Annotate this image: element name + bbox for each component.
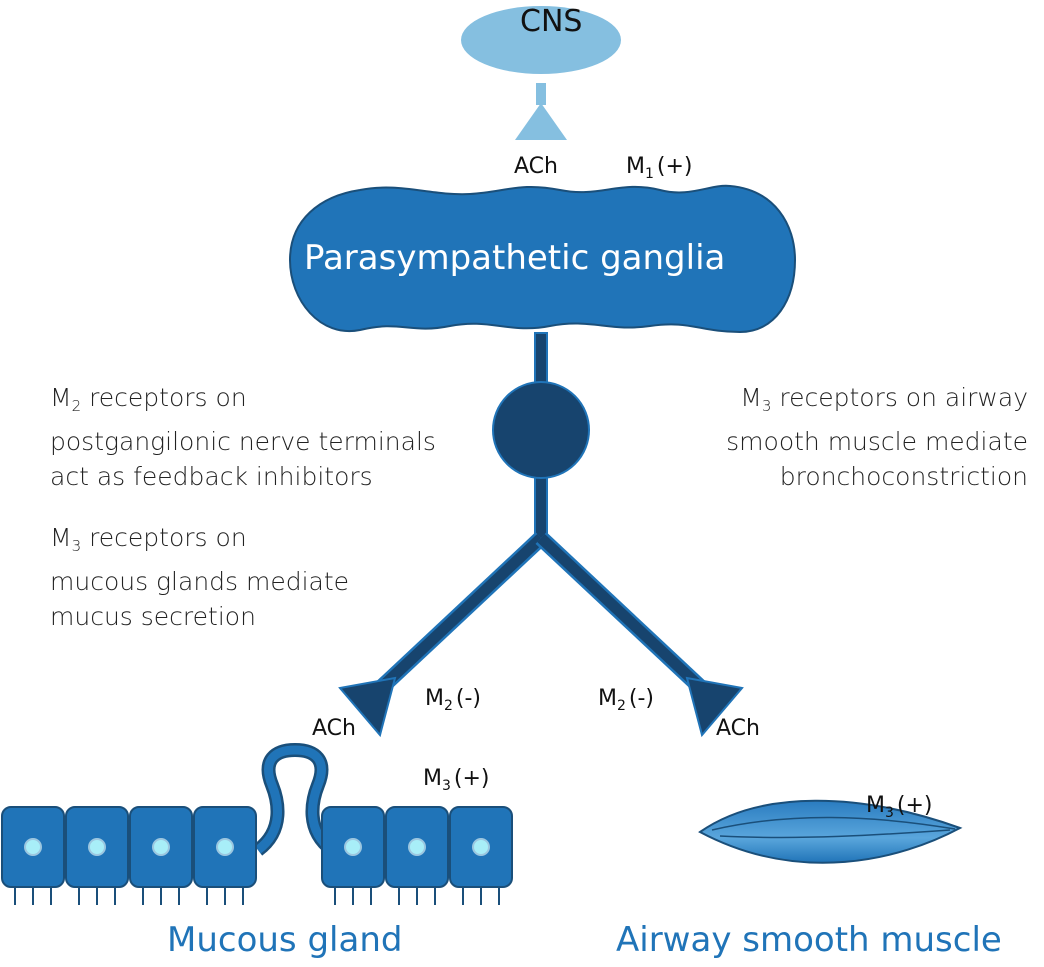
ganglia-body	[288, 184, 797, 334]
nucleus	[24, 838, 42, 856]
cns-node	[461, 6, 621, 74]
neuron-cell-body	[492, 381, 590, 479]
gland-epithelial-cell	[193, 806, 257, 905]
left-ach-label: ACh	[312, 716, 356, 741]
nucleus	[216, 838, 234, 856]
airway-smooth-muscle-title: Airway smooth muscle	[616, 920, 1002, 960]
gland-epithelial-cell	[129, 806, 193, 905]
gland-epithelial-cell	[385, 806, 449, 905]
top-ach-label: ACh	[514, 154, 558, 179]
gland-epithelial-cell	[65, 806, 129, 905]
gland-epithelial-cell	[321, 806, 385, 905]
m2-note: M2 receptors on postgangilonic nerve ter…	[50, 383, 436, 491]
ganglia-label: Parasympathetic ganglia	[304, 238, 726, 278]
left-nerve-terminal	[338, 676, 397, 738]
smooth-muscle-cell	[698, 799, 963, 864]
right-ach-label: ACh	[716, 716, 760, 741]
right-nerve-terminal	[685, 676, 744, 738]
nucleus	[152, 838, 170, 856]
gland-m3-label: M3(+)	[423, 766, 490, 794]
muscle-m3-label: M3(+)	[866, 793, 933, 821]
m1-label: M1(+)	[626, 154, 693, 182]
cns-label: CNS	[520, 4, 583, 39]
nucleus	[344, 838, 362, 856]
cns-axon	[536, 83, 546, 105]
gland-epithelial-cell	[449, 806, 513, 905]
right-m2-label: M2(-)	[598, 686, 655, 714]
nucleus	[408, 838, 426, 856]
m3-muscle-note: M3 receptors on airway smooth muscle med…	[726, 383, 1028, 491]
nucleus	[88, 838, 106, 856]
cns-terminal	[515, 103, 567, 140]
gland-epithelial-cell	[1, 806, 65, 905]
left-m2-label: M2(-)	[425, 686, 482, 714]
nucleus	[472, 838, 490, 856]
mucous-gland-title: Mucous gland	[167, 920, 403, 960]
